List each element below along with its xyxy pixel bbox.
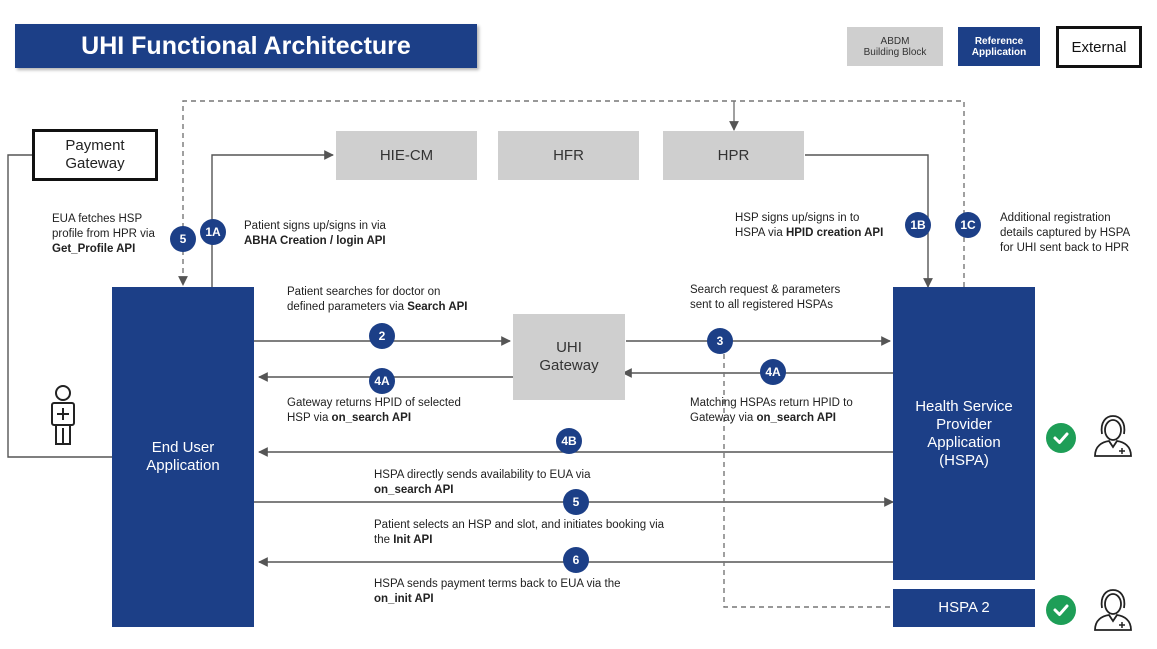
legend-reference-label: Reference Application: [971, 35, 1027, 58]
note-5-text: Patient selects an HSP and slot, and ini…: [374, 519, 665, 546]
note-4b-text: HSPA directly sends availability to EUA …: [374, 469, 591, 481]
patient-icon: [51, 385, 75, 445]
end-user-application-label: End User Application: [146, 439, 220, 474]
badge-5-top: 5: [170, 226, 196, 252]
badge-6: 6: [563, 547, 589, 573]
hspa-block: Health Service Provider Application (HSP…: [893, 287, 1035, 580]
hie-cm-block: HIE-CM: [336, 131, 477, 180]
hspa-label: Health Service Provider Application (HSP…: [915, 397, 1013, 469]
badge-1c: 1C: [955, 212, 981, 238]
note-2: Patient searches for doctor on defined p…: [287, 285, 517, 315]
check-icon: [1046, 423, 1076, 453]
note-5-api: Init API: [393, 534, 433, 546]
note-5-top-api: Get_Profile API: [52, 243, 136, 255]
note-2-text: Patient searches for doctor on defined p…: [287, 286, 441, 313]
hfr-block: HFR: [498, 131, 639, 180]
note-3: Search request & parameters sent to all …: [690, 284, 841, 311]
uhi-gateway-block: UHI Gateway: [513, 314, 625, 400]
hspa2-block: HSPA 2: [893, 589, 1035, 627]
check-mark-glyph-hspa2: [1053, 604, 1069, 616]
note-1a-api: ABHA Creation / login API: [244, 235, 386, 247]
note-5-top-text: EUA fetches HSP profile from HPR via: [52, 213, 155, 240]
doctor-icon: [1094, 415, 1132, 457]
uhi-gateway-label: UHI Gateway: [539, 339, 599, 374]
hpr-block: HPR: [663, 131, 804, 180]
badge-4a-right: 4A: [760, 359, 786, 385]
note-4a-left-api: on_search API: [331, 412, 412, 424]
end-user-application-block: End User Application: [112, 287, 254, 627]
note-6-api: on_init API: [374, 593, 434, 605]
note-4b: HSPA directly sends availability to EUA …: [374, 468, 694, 498]
legend-abdm-building-block: ABDM Building Block: [847, 27, 943, 66]
note-1c: Additional registration details captured…: [1000, 212, 1131, 254]
note-4b-api: on_search API: [374, 484, 454, 496]
note-5: Patient selects an HSP and slot, and ini…: [374, 518, 714, 548]
note-4a-left: Gateway returns HPID of selected HSP via…: [287, 396, 497, 426]
hpr-feedback-dashed-line: [178, 100, 965, 287]
note-4a-right-text: Matching HSPAs return HPID to Gateway vi…: [690, 397, 853, 424]
payment-gateway-label: Payment Gateway: [65, 137, 125, 172]
hspa2-dashed-line: [723, 345, 893, 608]
note-4a-right-api: on_search API: [756, 412, 836, 424]
badge-3: 3: [707, 328, 733, 354]
note-6: HSPA sends payment terms back to EUA via…: [374, 577, 694, 607]
badge-2: 2: [369, 323, 395, 349]
payment-gateway-block: Payment Gateway: [32, 129, 158, 181]
badge-5: 5: [563, 489, 589, 515]
doctor-icon-hspa2: [1094, 589, 1132, 631]
note-4a-left-text: Gateway returns HPID of selected HSP via: [287, 397, 461, 424]
badge-1a: 1A: [200, 219, 226, 245]
note-2-api: Search API: [407, 301, 468, 313]
badge-4b: 4B: [556, 428, 582, 454]
badge-4a-left: 4A: [369, 368, 395, 394]
badge-1b: 1B: [905, 212, 931, 238]
note-1b-api: HPID creation API: [785, 227, 884, 239]
note-4a-right: Matching HSPAs return HPID to Gateway vi…: [690, 396, 885, 426]
check-mark-glyph: [1053, 432, 1069, 444]
check-icon-hspa2: [1046, 595, 1076, 625]
legend-external: External: [1056, 26, 1142, 68]
legend-abdm-label: ABDM Building Block: [863, 35, 927, 58]
note-1a-text: Patient signs up/signs in via: [244, 220, 386, 232]
page-title: UHI Functional Architecture: [15, 24, 477, 68]
arrow-1b: [805, 154, 933, 288]
note-6-text: HSPA sends payment terms back to EUA via…: [374, 578, 621, 590]
note-1b: HSP signs up/signs in to HSPA via HPID c…: [735, 211, 905, 241]
payment-gateway-link: [7, 154, 112, 458]
note-1b-text: HSP signs up/signs in to HSPA via: [735, 212, 860, 239]
legend-reference-application: Reference Application: [958, 27, 1040, 66]
